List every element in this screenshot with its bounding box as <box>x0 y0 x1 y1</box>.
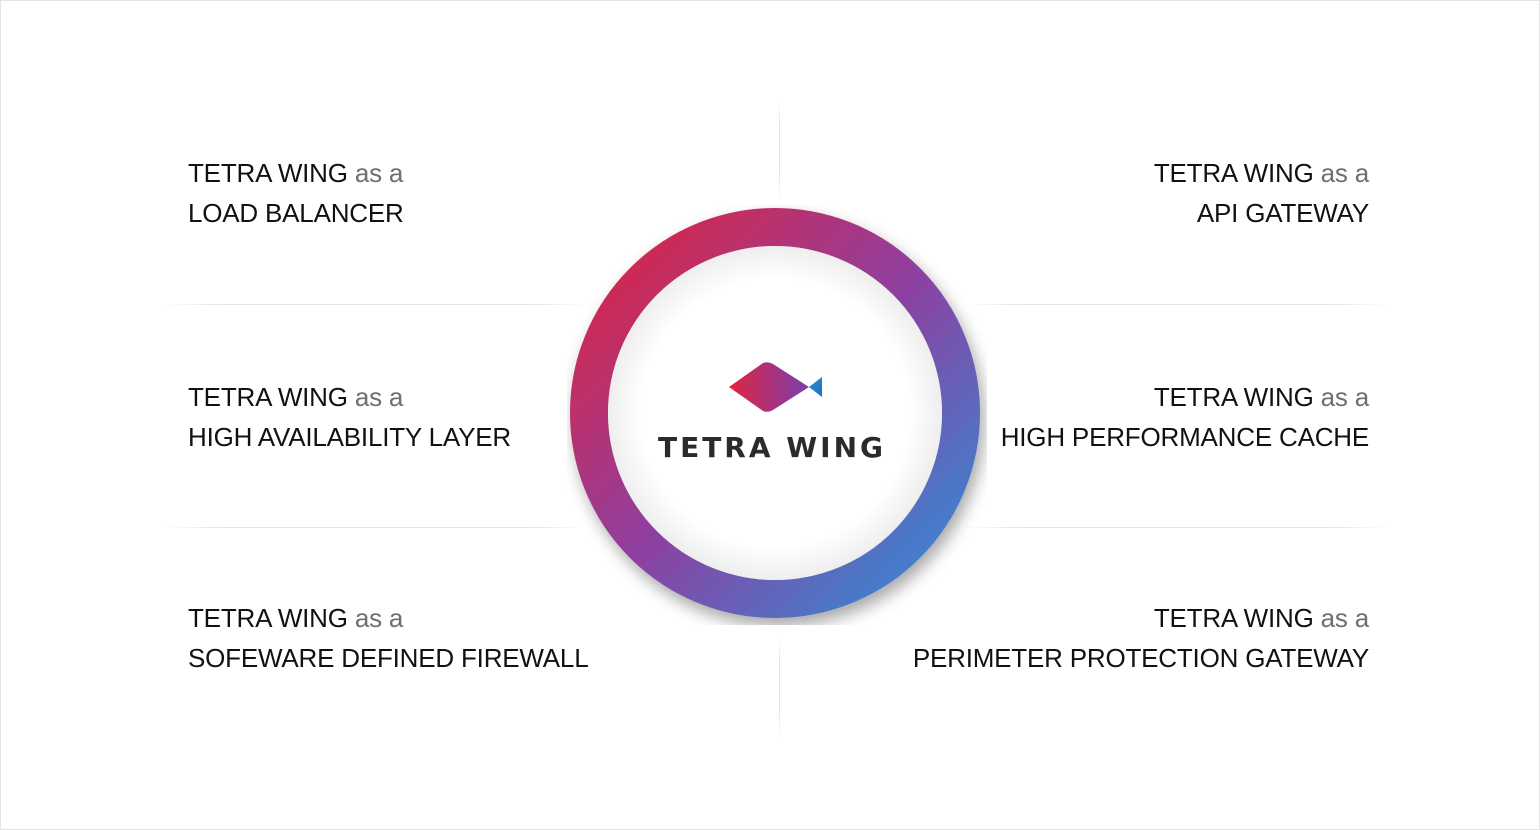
tetra-wing-logo: TETRA WING <box>647 353 907 473</box>
feature-brand: TETRA WING <box>188 603 348 633</box>
logo-wordmark: TETRA WING <box>657 431 887 464</box>
divider-left-lower <box>161 527 591 528</box>
divider-top-vertical <box>779 97 780 201</box>
feature-role: SOFEWARE DEFINED FIREWALL <box>188 643 589 673</box>
feature-load-balancer: TETRA WING as a LOAD BALANCER <box>188 153 404 233</box>
divider-right-lower <box>961 527 1391 528</box>
feature-brand: TETRA WING <box>1153 158 1314 188</box>
feature-connector: as a <box>354 382 404 412</box>
feature-connector: as a <box>354 158 404 188</box>
divider-right-upper <box>961 304 1391 305</box>
ring-graphic <box>570 208 980 618</box>
feature-api-gateway: TETRA WING as a API GATEWAY <box>1154 153 1369 233</box>
divider-left-upper <box>161 304 591 305</box>
feature-role: API GATEWAY <box>1196 198 1369 228</box>
feature-role: LOAD BALANCER <box>188 198 404 228</box>
feature-software-defined-firewall: TETRA WING as a SOFEWARE DEFINED FIREWAL… <box>188 598 589 678</box>
feature-connector: as a <box>1320 382 1370 412</box>
ring-gradient-band <box>570 208 980 618</box>
feature-connector: as a <box>1320 603 1370 633</box>
feature-connector: as a <box>354 603 404 633</box>
feature-brand: TETRA WING <box>188 158 348 188</box>
feature-perimeter-protection-gateway: TETRA WING as a PERIMETER PROTECTION GAT… <box>913 598 1369 678</box>
center-ring <box>567 205 987 625</box>
feature-role: HIGH PERFORMANCE CACHE <box>1000 422 1369 452</box>
feature-high-performance-cache: TETRA WING as a HIGH PERFORMANCE CACHE <box>1001 377 1369 457</box>
feature-role: HIGH AVAILABILITY LAYER <box>188 422 511 452</box>
ring-inner-disc <box>608 246 942 580</box>
feature-brand: TETRA WING <box>1153 603 1314 633</box>
feature-brand: TETRA WING <box>1153 382 1314 412</box>
divider-bottom-vertical <box>779 633 780 741</box>
feature-role: PERIMETER PROTECTION GATEWAY <box>912 643 1369 673</box>
fish-diamond-logo-icon <box>729 362 822 412</box>
feature-brand: TETRA WING <box>188 382 348 412</box>
feature-high-availability-layer: TETRA WING as a HIGH AVAILABILITY LAYER <box>188 377 511 457</box>
feature-connector: as a <box>1320 158 1370 188</box>
